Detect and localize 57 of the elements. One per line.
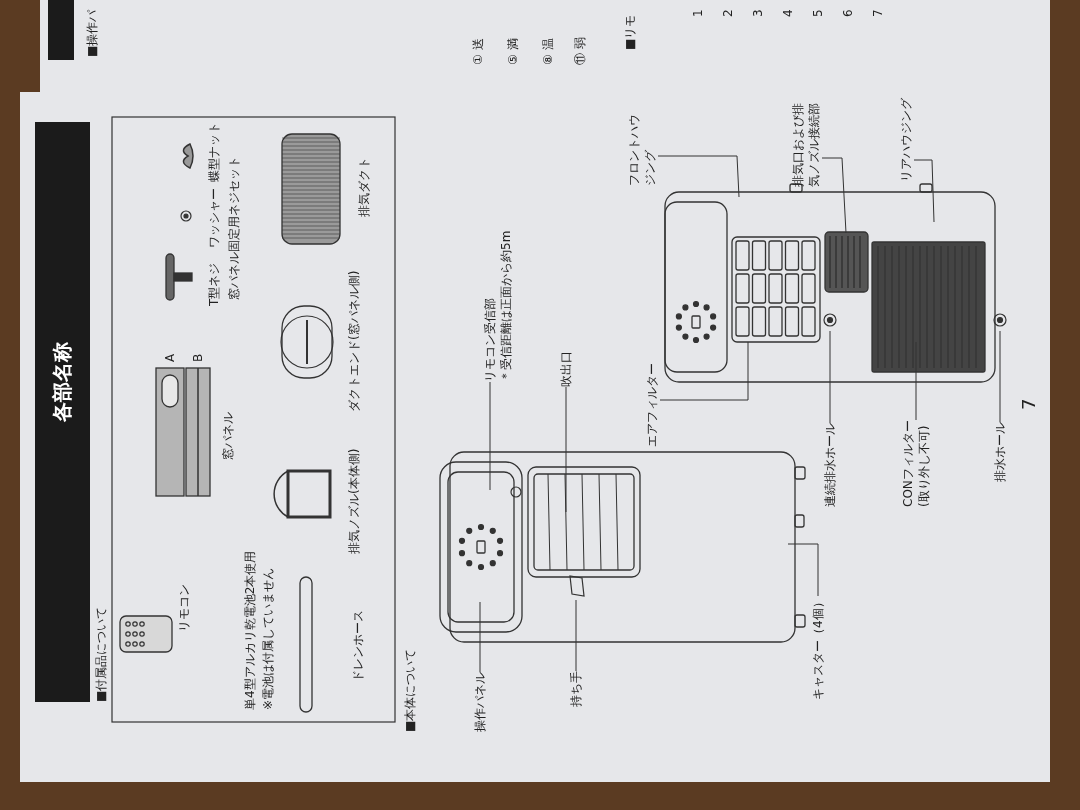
- item-label: ドレンホース: [350, 610, 366, 682]
- leader-line: [565, 386, 567, 513]
- part-label: 排気口および排気ノズル接続部: [790, 99, 822, 187]
- part-label: キャスター（4個）: [810, 596, 826, 700]
- part-label: 持ち手: [568, 671, 584, 707]
- leader-line: [659, 341, 749, 401]
- section-heading: ■リモ: [622, 14, 638, 50]
- leader-line: [575, 599, 577, 672]
- part-label: 吹出口: [558, 351, 574, 387]
- part-label: リモコン受信部: [482, 297, 498, 382]
- leader-line: [915, 341, 917, 421]
- list-number: 2: [720, 9, 736, 17]
- note-text: ＊受信距離は正面から約5m: [498, 230, 514, 382]
- list-item: ⑤ 満: [505, 38, 521, 65]
- note-text: (取り外し不可): [916, 424, 932, 507]
- page-title: 各部名称: [49, 341, 75, 424]
- page-number: 7: [1018, 398, 1040, 410]
- item-label: リモコン: [176, 584, 192, 632]
- leader-line: [479, 601, 481, 673]
- section-heading: ■操作パ: [84, 9, 100, 57]
- list-item: ⑪ 弱: [572, 37, 588, 65]
- note-text: 単4型アルカリ乾電池2本使用: [242, 550, 258, 710]
- leader-line: [829, 330, 831, 424]
- list-number: 6: [840, 9, 856, 17]
- leader-line: [657, 155, 740, 198]
- list-number: 1: [690, 9, 706, 17]
- list-number: 4: [780, 9, 796, 17]
- panel-letter: A: [162, 353, 178, 362]
- item-label: 窓パネル: [220, 412, 236, 460]
- panel-letter: B: [190, 353, 206, 362]
- item-label: ワッシャー: [206, 188, 222, 248]
- part-label: フロントハウジング: [626, 110, 658, 186]
- item-label: 蝶型ナット: [206, 122, 222, 182]
- part-label: エアフィルター: [644, 363, 660, 447]
- leader-line: [821, 157, 847, 234]
- list-item: ① 送: [470, 38, 486, 65]
- list-item: ⑧ 温: [540, 38, 556, 65]
- item-label: 排気ノズル(本体側): [346, 448, 362, 554]
- section-heading: ■付属品について: [93, 606, 109, 702]
- item-label: 排気ダクト: [356, 157, 372, 217]
- section-heading: ■本体について: [402, 648, 418, 732]
- list-number: 3: [750, 9, 766, 17]
- part-label: リアハウジング: [898, 98, 914, 182]
- item-label: 窓パネル固定用ネジセット: [226, 156, 242, 300]
- part-label: 連続排水ホール: [822, 423, 838, 507]
- leader-line: [787, 543, 819, 597]
- list-number: 7: [870, 9, 886, 17]
- note-text: ※電池は付属していません: [260, 567, 276, 710]
- part-label: 排水ホール: [992, 422, 1008, 482]
- leader-line: [913, 159, 935, 223]
- part-label: 操作パネル: [472, 672, 488, 732]
- item-label: ダクトエンド(窓パネル側): [346, 270, 362, 412]
- part-label: CONフィルター: [900, 420, 916, 507]
- list-number: 5: [810, 9, 826, 17]
- item-label: T型ネジ: [206, 262, 222, 306]
- leader-line: [999, 330, 1001, 423]
- leader-line: [489, 381, 491, 491]
